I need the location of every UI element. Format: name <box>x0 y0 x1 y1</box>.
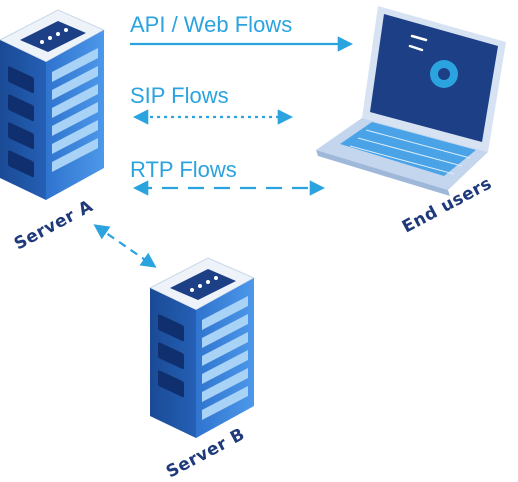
laptop-icon <box>316 6 506 196</box>
server-a-label: Server A <box>11 196 97 254</box>
server-link-arrow <box>93 224 157 268</box>
rtp-flow: RTP Flows <box>130 157 326 196</box>
rtp-flow-label: RTP Flows <box>130 157 237 182</box>
server-link <box>93 224 157 268</box>
server-b-icon <box>148 257 256 438</box>
api-web-flow-label: API / Web Flows <box>130 12 292 37</box>
sip-flow: SIP Flows <box>130 83 294 125</box>
server-b-label: Server B <box>163 424 248 482</box>
server-a-icon <box>0 9 106 200</box>
sip-flow-label: SIP Flows <box>130 83 229 108</box>
api-web-flow: API / Web Flows <box>130 12 354 52</box>
